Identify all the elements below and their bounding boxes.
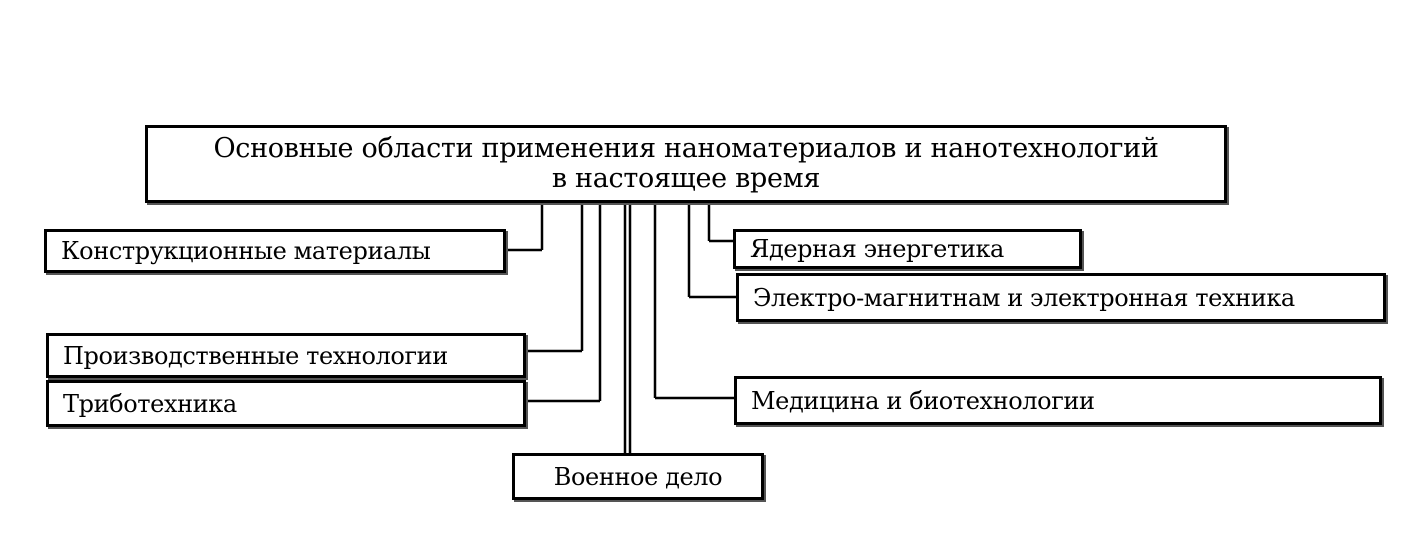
node-label: Производственные технологии	[63, 341, 448, 370]
node-konstruktsionnye-materialy: Конструкционные материалы	[44, 229, 506, 273]
node-label: Триботехника	[63, 389, 237, 418]
node-label: Военное дело	[553, 462, 723, 491]
node-label: Электро-магнитнам и электронная техника	[753, 283, 1295, 312]
node-elektromagnitnaya-tekhnika: Электро-магнитнам и электронная техника	[736, 273, 1386, 322]
diagram-title-line-2: в настоящее время	[551, 163, 821, 194]
node-yadernaya-energetika: Ядерная энергетика	[733, 229, 1082, 269]
node-proizvodstvennye-tekhnologii: Производственные технологии	[46, 333, 526, 378]
node-voennoe-delo: Военное дело	[512, 453, 764, 500]
node-label: Конструкционные материалы	[61, 237, 431, 265]
node-meditsina-i-biotekhnologii: Медицина и биотехнологии	[734, 376, 1382, 425]
diagram-title-line-1: Основные области применения наноматериал…	[213, 133, 1159, 164]
node-label: Ядерная энергетика	[750, 235, 1004, 263]
node-label: Медицина и биотехнологии	[751, 386, 1095, 415]
diagram-title-box: Основные области применения наноматериал…	[145, 125, 1227, 203]
node-tribotekhnika: Триботехника	[46, 380, 526, 427]
